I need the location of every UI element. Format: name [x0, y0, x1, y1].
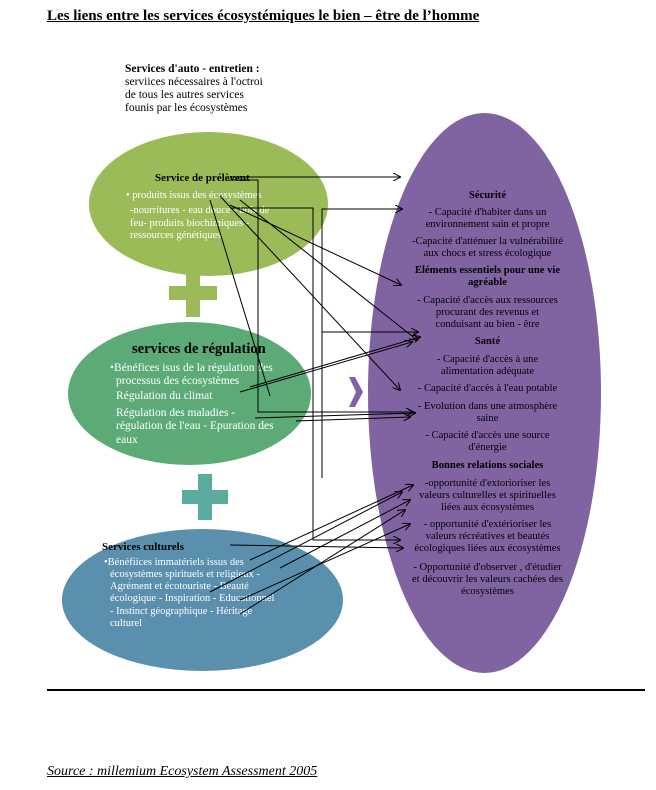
regulation-line: eaux — [116, 434, 138, 446]
regulation-line: •Bénéfices isus de la régulation des — [110, 362, 273, 374]
prelevement-line: -nourritures - eau douce - bois de — [130, 205, 270, 216]
arrow — [239, 510, 405, 615]
prelevement-title: Service de prélèvent — [155, 172, 250, 184]
prelevement-line: • produits issus des écosystèmes — [126, 190, 262, 201]
regulation-line: Régulation des maladies - — [116, 407, 236, 419]
elements-item: procurant des revenus et — [435, 307, 540, 318]
arrow — [209, 492, 402, 593]
elements-item: conduisant au bien - être — [435, 319, 540, 330]
arrow — [295, 417, 410, 422]
arrow — [239, 342, 412, 393]
regulation-title: services de régulation — [132, 341, 266, 357]
sante-item: - Capacité d'accès à une — [436, 354, 539, 365]
auto-entretien-line: serviices nécessaires à l'octroi — [125, 76, 263, 88]
prelevement-line: ressources génétiques — [130, 230, 222, 241]
sante-item: - Capacité d'accès une source — [425, 430, 550, 441]
arrow — [254, 413, 415, 419]
bien-etre-ellipse — [368, 113, 601, 673]
culturels-line: écologique - Inspiration - Educationnel — [110, 593, 275, 604]
culturels-ellipse — [62, 529, 343, 671]
regulation-ellipse — [68, 322, 311, 465]
relations-title: Bonnes relations sociales — [431, 460, 544, 471]
arrow — [229, 545, 403, 548]
source-citation: Source : millemium Ecosystem Assessment … — [47, 764, 318, 779]
relations-item: valeurs récréatives et beautés — [425, 531, 550, 542]
relations-item: valeurs culturelles et spirituelles — [419, 490, 556, 501]
arrow — [209, 199, 271, 397]
relations-item: liées aux écosystèmes — [441, 502, 534, 513]
relations-item: -opportunité d'extorioriser les — [424, 478, 551, 489]
culturels-title: Services culturels — [102, 541, 184, 553]
arrow — [239, 199, 417, 340]
arrow — [249, 485, 413, 561]
culturels-line: Agrément et écotouriste - Beauté — [110, 581, 249, 592]
auto-entretien-line: founis par les écosystèmes — [125, 102, 248, 114]
relations-item: - opportunité d'extérioriser les — [423, 519, 552, 530]
securite-item: environnement sain et propre — [425, 219, 550, 230]
culturels-line: - Instinct géographique - Héritage — [110, 606, 253, 617]
culturels-line: •Bénéfiices immatériels issus des — [104, 557, 244, 568]
securite-item: aux chocs et stress écologique — [423, 248, 552, 259]
regulation-line: Régulation du climat — [116, 390, 213, 402]
prelevement-line: feu- produits biochimiques - — [130, 218, 250, 229]
page-title: Les liens entre les services écosystémiq… — [47, 8, 480, 24]
securite-item: - Capacité d'habiter dans un — [428, 207, 547, 218]
auto-entretien-line: de tous les autres services — [125, 89, 244, 101]
auto-entretien-note: Services d'auto - entretien : serviices … — [125, 63, 300, 115]
chevron-right-icon — [349, 377, 363, 407]
prelevement-ellipse — [89, 132, 328, 276]
arrow — [321, 209, 402, 418]
culturels-line: culturel — [110, 618, 143, 629]
relations-item: écosystèmes — [461, 586, 514, 597]
securite-title: Sécurité — [468, 190, 507, 201]
regulation-line: processus des écosystèmes — [116, 375, 240, 387]
arrow — [249, 337, 420, 388]
sante-item: alimentation adéquate — [440, 366, 535, 377]
elements-item: - Capacité d'accès aux ressources — [417, 295, 558, 306]
arrow — [219, 195, 400, 390]
sante-item: d'énergie — [468, 442, 507, 453]
sante-title: Santé — [474, 336, 501, 347]
arrow — [228, 179, 413, 412]
sante-item: - Evolution dans une atmosphère — [417, 401, 558, 412]
bottom-rule — [47, 689, 645, 691]
culturels-line: écosystèmes spirituels et religieux - — [110, 569, 260, 580]
securite-item: -Capacité d'atténuer la vulnérabilité — [411, 236, 564, 247]
arrow — [229, 204, 401, 285]
sante-item: saine — [476, 413, 499, 424]
arrow — [239, 524, 410, 601]
relations-item: écologiques liées aux écosystèmes — [414, 543, 561, 554]
plus-icon — [182, 474, 228, 520]
regulation-line: régulation de l'eau - Epuration des — [116, 420, 274, 432]
elements-title: Eléments essentiels pour une vie — [414, 265, 561, 276]
plus-icon — [169, 269, 217, 317]
arrow — [230, 207, 400, 540]
elements-title: agréable — [468, 277, 507, 288]
relations-item: et découvrir les valeurs cachées des — [412, 574, 563, 585]
sante-item: - Capacité d'accès à l'eau potable — [417, 383, 558, 394]
auto-entretien-heading: Services d'auto - entretien : — [125, 63, 260, 75]
arrow — [279, 500, 410, 569]
relations-item: - Opportunité d'observer , d'étudier — [413, 562, 562, 573]
